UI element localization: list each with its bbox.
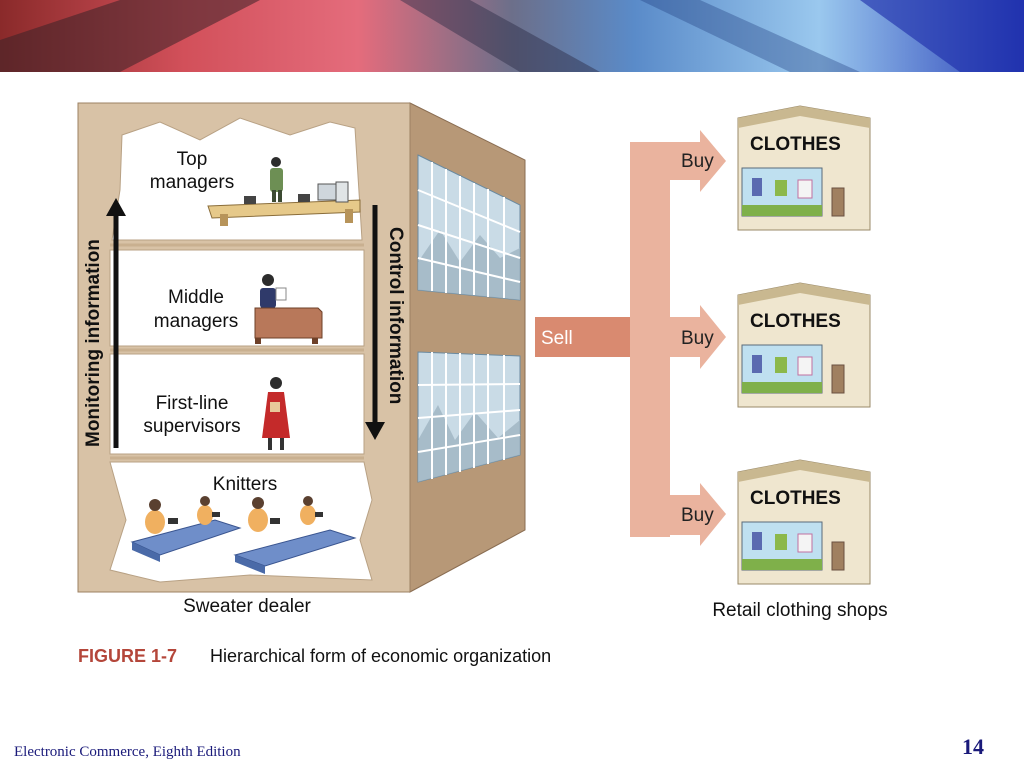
shops-caption: Retail clothing shops (712, 600, 887, 621)
top-manager-icon (207, 157, 361, 226)
building-caption: Sweater dealer (183, 596, 311, 617)
monitoring-arrow (106, 198, 126, 448)
middle-manager-icon (254, 274, 323, 344)
org-diagram: Top managers Middle managers First-line … (77, 102, 888, 666)
shop-sign-1: CLOTHES (750, 134, 841, 155)
buy-label-3: Buy (681, 505, 714, 526)
footer-book-title: Electronic Commerce, Eighth Edition (14, 744, 241, 760)
clothing-shop-2 (737, 282, 871, 408)
level-label-knitters: Knitters (213, 474, 277, 495)
clothing-shop-3 (737, 459, 871, 585)
supervisor-icon (262, 377, 290, 450)
floor-first-line (109, 353, 365, 455)
level-label-top-2: managers (150, 172, 235, 193)
shop-sign-3: CLOTHES (750, 488, 841, 509)
clothing-shop-1 (737, 105, 871, 231)
monitoring-label: Monitoring information (83, 239, 104, 447)
level-label-firstline-2: supervisors (143, 416, 240, 437)
control-arrow (365, 205, 385, 440)
sell-buy-arrows (535, 130, 726, 546)
figure-number: FIGURE 1-7 (78, 646, 177, 666)
knitters-icon (130, 496, 357, 574)
page-number: 14 (962, 734, 984, 759)
level-label-middle-2: managers (154, 311, 239, 332)
side-window-upper (417, 154, 521, 301)
header-banner (0, 0, 1024, 72)
level-label-top-1: Top (177, 149, 208, 170)
buy-label-1: Buy (681, 151, 714, 172)
control-label: Control information (385, 227, 406, 404)
buy-label-2: Buy (681, 328, 714, 349)
level-label-firstline-1: First-line (156, 393, 229, 414)
sell-label: Sell (541, 328, 573, 349)
side-window-lower (417, 351, 521, 483)
level-label-middle-1: Middle (168, 287, 224, 308)
figure-title: Hierarchical form of economic organizati… (210, 646, 551, 666)
shop-sign-2: CLOTHES (750, 311, 841, 332)
